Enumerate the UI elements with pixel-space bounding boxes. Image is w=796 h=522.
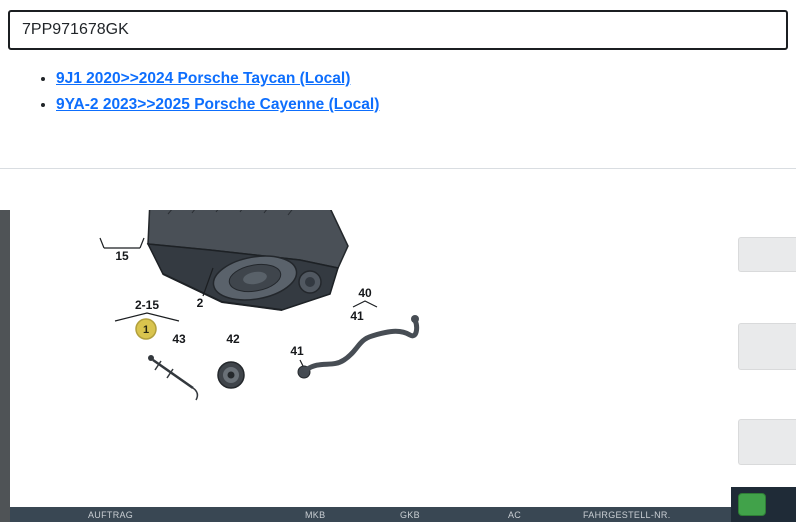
footer-label-ac: AC	[508, 510, 522, 520]
nav-corner	[731, 487, 796, 522]
headlight-drawing	[146, 210, 349, 311]
side-thumbnail-3[interactable]	[738, 419, 796, 465]
footer-label-auftrag: AUFTRAG	[88, 510, 134, 520]
result-item: 9YA-2 2023>>2025 Porsche Cayenne (Local)	[56, 96, 379, 113]
highlighted-part-1[interactable]: 1	[135, 318, 157, 340]
svg-text:15[interactable]: 15	[115, 249, 129, 263]
footer-label-gkb: GKB	[400, 510, 420, 520]
svg-text:41[interactable]: 41	[350, 309, 364, 323]
footer-label-mkb: MKB	[305, 510, 326, 520]
svg-text:41[interactable]: 41	[290, 344, 304, 358]
svg-text:42[interactable]: 42	[226, 332, 240, 346]
result-link-cayenne[interactable]: 9YA-2 2023>>2025 Porsche Cayenne (Local)	[56, 96, 380, 113]
svg-text:1[interactable]: 1	[143, 324, 149, 336]
callout-15[interactable]: 15	[99, 237, 145, 263]
svg-text:43[interactable]: 43	[172, 332, 186, 346]
parts-diagram[interactable]: 15 2 2-15 1 43 42	[0, 210, 730, 507]
callout-2[interactable]: 2	[197, 267, 214, 310]
side-thumbnail-1[interactable]	[738, 237, 796, 272]
result-item: 9J1 2020>>2024 Porsche Taycan (Local)	[56, 70, 379, 87]
callout-40-41[interactable]: 40 41	[350, 286, 378, 323]
result-link-taycan[interactable]: 9J1 2020>>2024 Porsche Taycan (Local)	[56, 70, 351, 87]
svg-text:2[interactable]: 2	[197, 296, 204, 310]
svg-text:2-15[interactable]: 2-15	[135, 298, 159, 312]
part-41-hose-drawing[interactable]: 41	[290, 315, 420, 379]
search-input[interactable]	[8, 10, 788, 50]
part-42-drawing[interactable]: 42	[217, 332, 245, 389]
nav-green-button[interactable]	[738, 493, 766, 516]
left-scroll-strip[interactable]	[0, 210, 10, 522]
part-43-drawing[interactable]: 43	[148, 332, 199, 401]
footer-label-fahrgestell-nr: FAHRGESTELL-NR.	[583, 510, 671, 520]
side-thumbnail-2[interactable]	[738, 323, 796, 370]
divider	[0, 168, 796, 169]
svg-text:40[interactable]: 40	[358, 286, 372, 300]
callout-2-15[interactable]: 2-15	[114, 298, 180, 322]
results-list: 9J1 2020>>2024 Porsche Taycan (Local) 9Y…	[38, 70, 379, 122]
footer-bar: AUFTRAG MKB GKB AC FAHRGESTELL-NR.	[0, 507, 796, 522]
